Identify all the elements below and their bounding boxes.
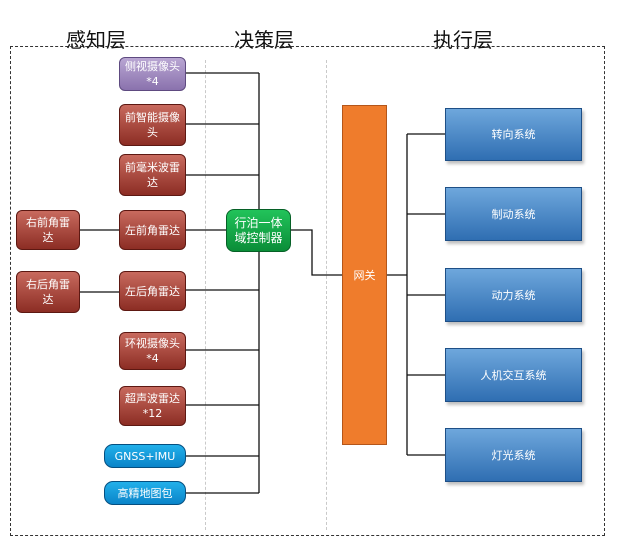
braking-system-node: 制动系统 [445, 187, 582, 241]
power-system-node: 动力系统 [445, 268, 582, 322]
hmi-system-node: 人机交互系统 [445, 348, 582, 402]
column-divider-2 [326, 60, 327, 530]
side-camera-node: 侧视摄像头*4 [119, 57, 186, 91]
surround-camera-node: 环视摄像头*4 [119, 332, 186, 370]
gateway-node: 网关 [342, 105, 387, 445]
domain-controller-node: 行泊一体域控制器 [226, 209, 291, 252]
ultrasonic-radar-node: 超声波雷达*12 [119, 386, 186, 426]
steering-system-node: 转向系统 [445, 108, 582, 161]
hd-map-node: 高精地图包 [104, 481, 186, 505]
perception-layer-title: 感知层 [66, 28, 126, 52]
column-divider-1 [205, 60, 206, 530]
front-smart-camera-node: 前智能摄像头 [119, 104, 186, 146]
left-front-corner-radar-node: 左前角雷达 [119, 210, 186, 250]
left-rear-corner-radar-node: 左后角雷达 [119, 271, 186, 311]
execution-layer-title: 执行层 [433, 28, 493, 52]
right-front-corner-radar-node: 右前角雷达 [16, 210, 80, 250]
lighting-system-node: 灯光系统 [445, 428, 582, 482]
architecture-frame [10, 46, 605, 536]
decision-layer-title: 决策层 [234, 28, 294, 52]
front-mmwave-radar-node: 前毫米波雷达 [119, 154, 186, 196]
gnss-imu-node: GNSS+IMU [104, 444, 186, 468]
right-rear-corner-radar-node: 右后角雷达 [16, 271, 80, 313]
